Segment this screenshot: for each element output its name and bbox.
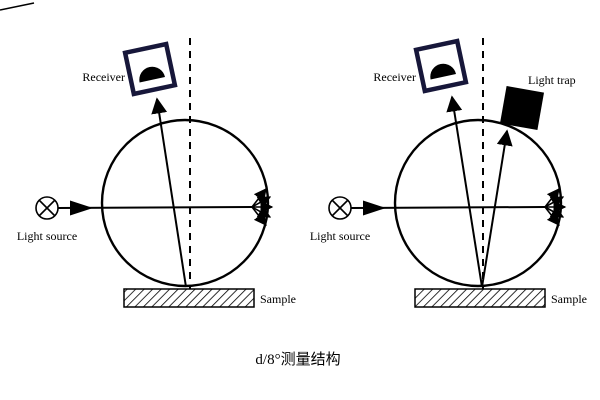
light-source-label: Light source (17, 229, 77, 243)
receiver-dome (139, 66, 166, 83)
diffuse-arrow (251, 187, 267, 208)
receiver-dome (430, 63, 457, 80)
diffuse-reflection-arrows (251, 187, 274, 227)
diffuse-arrow (544, 187, 560, 208)
scan-artifact-line (0, 2, 35, 11)
integrating-sphere (100, 118, 270, 288)
sample-label: Sample (260, 292, 296, 306)
sample-hatched (123, 288, 255, 308)
diffuse-reflection-arrows (544, 187, 567, 227)
left-sphere-diagram: Sample Light source Receiver (17, 38, 296, 308)
sample-hatched (414, 288, 546, 308)
diffuse-arrow (544, 206, 560, 227)
right-sphere-diagram: Sample Light source Receiver (310, 38, 587, 308)
beam-arrowhead (70, 200, 93, 216)
diffuse-arrow (251, 206, 267, 227)
receiver-label: Receiver (82, 70, 125, 84)
light-trap-label: Light trap (528, 73, 576, 87)
reflected-beam-to-receiver (151, 97, 187, 288)
light-source-icon (35, 196, 59, 220)
beam-arrowhead (363, 200, 386, 216)
sample-label: Sample (551, 292, 587, 306)
receiver-label: Receiver (373, 70, 416, 84)
light-trap-icon (499, 85, 545, 131)
light-source-icon (328, 196, 352, 220)
light-source-label: Light source (310, 229, 370, 243)
figure-caption: d/8°测量结构 (255, 351, 340, 368)
receiver-icon (413, 38, 469, 94)
beam-to-light-trap (481, 129, 513, 288)
light-trap-block (499, 85, 545, 131)
reflected-beam-to-receiver (446, 95, 483, 288)
receiver-icon (122, 41, 178, 97)
